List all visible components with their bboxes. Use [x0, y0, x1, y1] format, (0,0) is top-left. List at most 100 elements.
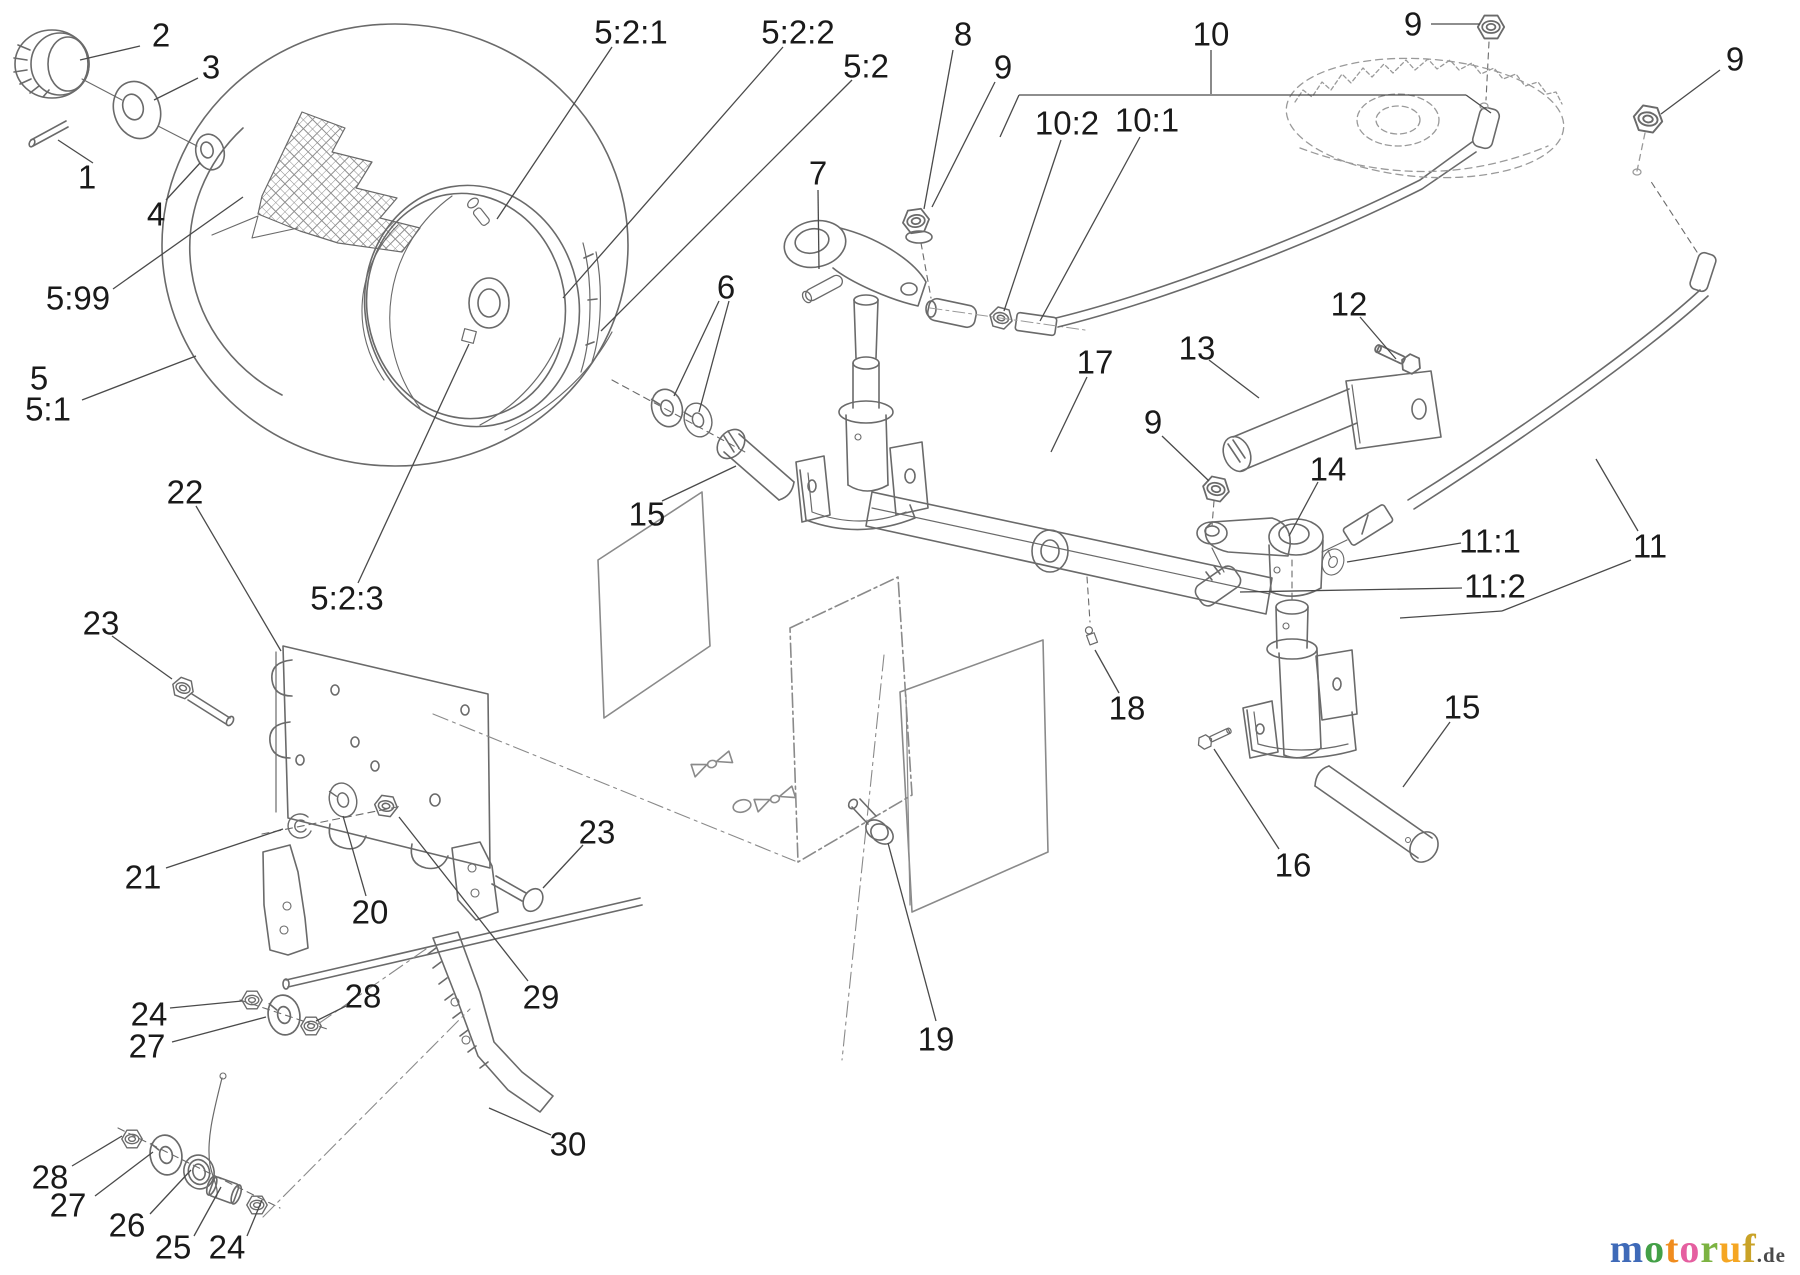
leader-line — [931, 81, 996, 208]
washer-6b — [679, 398, 717, 442]
logo-letter: o — [1679, 1226, 1701, 1271]
part-label-2: 2 — [152, 17, 170, 54]
part-label-4: 4 — [147, 196, 165, 233]
part-label-14: 14 — [1310, 451, 1347, 488]
ball-joint-11-2 — [1194, 565, 1242, 607]
nut-9-arm-14 — [1199, 474, 1233, 504]
shield-panel-left — [597, 491, 711, 719]
roll-pin-7 — [801, 274, 844, 304]
part-label-21: 21 — [125, 859, 162, 896]
leader-line — [923, 49, 954, 210]
grease-fitting-18 — [1084, 626, 1099, 646]
hub-cap — [13, 29, 90, 99]
leader-line — [817, 189, 820, 270]
ball-joint-drag-link-left — [925, 297, 978, 329]
lock-nut-9-right — [1630, 103, 1666, 135]
part-label-1: 1 — [78, 159, 96, 196]
part-label-8: 8 — [954, 16, 972, 53]
washer-under-bolt-8 — [905, 230, 933, 244]
shield-panel-middle — [789, 576, 913, 863]
leader-line — [999, 94, 1020, 138]
leader-line — [1208, 359, 1260, 399]
leader-line — [169, 1000, 243, 1009]
fastener-set-lower — [117, 1072, 281, 1215]
wheel-hub — [468, 277, 510, 329]
left-spindle-assembly — [611, 356, 929, 531]
drag-link-10 — [1055, 41, 1501, 328]
steering-arm-14 — [1196, 474, 1324, 597]
leader-line — [1239, 587, 1463, 593]
leader-line — [79, 45, 141, 61]
bracket-30 — [427, 931, 554, 1113]
part-label-5:2: 5:2 — [843, 48, 889, 85]
cotter-pin-1 — [28, 120, 69, 148]
logo-letter: o — [1644, 1226, 1666, 1271]
leader-line — [1501, 559, 1632, 612]
leader-line — [542, 844, 584, 889]
part-label-11: 11 — [1633, 528, 1667, 565]
strap-left — [262, 844, 309, 956]
part-label-10:2: 10:2 — [1035, 105, 1099, 142]
leader-line — [488, 1107, 552, 1136]
leader-line — [1213, 748, 1280, 850]
leader-line — [81, 355, 197, 401]
bolt-23-upper — [168, 674, 235, 727]
ball-joint-tie-rod-upper — [1689, 251, 1717, 293]
leader-line — [887, 842, 937, 1022]
leader-line — [71, 1135, 123, 1167]
part-label-5: 5 — [30, 360, 48, 397]
part-label-28: 28 — [32, 1159, 69, 1196]
leader-line — [1399, 610, 1503, 619]
beam-pivot-hole — [1031, 529, 1069, 573]
part-label-13: 13 — [1179, 330, 1216, 367]
part-label-28: 28 — [345, 978, 382, 1015]
right-spindle-assembly — [1194, 547, 1439, 863]
part-label-23: 23 — [83, 605, 120, 642]
upper-steering-arm — [783, 206, 1086, 359]
bolt-23-lower — [491, 875, 544, 913]
part-label-27: 27 — [129, 1028, 166, 1065]
leader-line — [1595, 458, 1639, 532]
washer-4 — [194, 133, 226, 171]
leader-line — [496, 46, 613, 220]
leader-line — [315, 1005, 347, 1022]
leader-line — [1288, 481, 1319, 537]
leader-line — [1094, 649, 1120, 694]
part-label-9: 9 — [1404, 6, 1422, 43]
washer-27-lower — [146, 1131, 186, 1179]
hubcap-group — [13, 29, 226, 171]
part-label-20: 20 — [352, 894, 389, 931]
leader-line — [1346, 542, 1462, 563]
lock-nut-9-top — [1476, 14, 1506, 40]
logo-letter: t — [1665, 1226, 1680, 1271]
leader-line — [1050, 376, 1088, 453]
logo-letter: r — [1700, 1226, 1720, 1271]
leader-line — [112, 196, 244, 290]
fastener-set-upper — [239, 990, 331, 1039]
part-label-24: 24 — [209, 1229, 246, 1266]
hub-key — [461, 328, 477, 344]
leader-line — [562, 46, 784, 299]
part-label-19: 19 — [918, 1021, 955, 1058]
part-label-15: 15 — [1444, 689, 1481, 726]
part-label-5:99: 5:99 — [46, 280, 110, 317]
part-label-3: 3 — [202, 49, 220, 86]
leader-line — [673, 300, 720, 397]
leader-line — [193, 1186, 222, 1237]
part-label-11:1: 11:1 — [1459, 523, 1521, 560]
leader-line — [698, 300, 730, 413]
part-label-25: 25 — [155, 1229, 192, 1266]
part-label-17: 17 — [1077, 344, 1114, 381]
part-label-30: 30 — [550, 1126, 587, 1163]
leader-line — [94, 1151, 154, 1197]
front-wheel-tire — [161, 23, 629, 467]
part-label-29: 29 — [523, 979, 560, 1016]
part-label-7: 7 — [809, 155, 827, 192]
spring-wire — [208, 1077, 223, 1199]
ball-joint-drag-link-right — [1471, 106, 1501, 150]
washer-3 — [112, 80, 162, 140]
washer-27-upper — [264, 991, 304, 1039]
logo-letter: f — [1742, 1226, 1757, 1271]
part-label-23: 23 — [579, 814, 616, 851]
